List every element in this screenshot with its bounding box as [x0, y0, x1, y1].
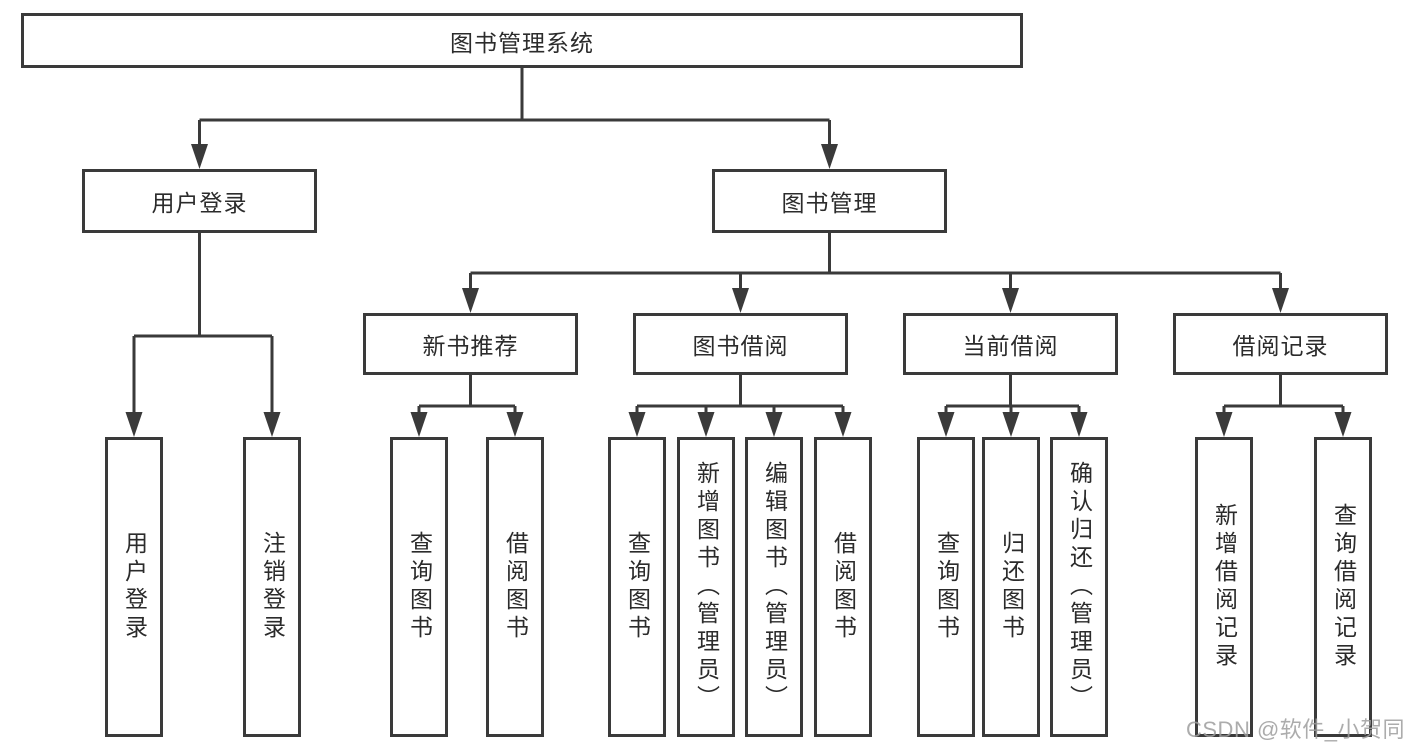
node-label: 确认归还（管理员） [1066, 461, 1093, 713]
node-borrow-record: 借阅记录 [1173, 313, 1388, 375]
leaf-query-book-1: 查询图书 [390, 437, 448, 737]
node-label: 查询图书 [624, 531, 651, 643]
leaf-logout: 注销登录 [243, 437, 301, 737]
arrowheads [125, 144, 1352, 437]
node-label: 用户登录 [151, 190, 248, 216]
leaf-add-borrow-record: 新增借阅记录 [1195, 437, 1253, 737]
node-root-library-system: 图书管理系统 [21, 13, 1023, 68]
leaf-borrow-book-1: 借阅图书 [486, 437, 544, 737]
leaf-edit-book-admin: 编辑图书（管理员） [745, 437, 803, 737]
node-label: 新增借阅记录 [1211, 503, 1238, 671]
leaf-user-login: 用户登录 [105, 437, 163, 737]
node-label: 当前借阅 [962, 333, 1059, 359]
node-user-login: 用户登录 [82, 169, 317, 233]
node-current-borrow: 当前借阅 [903, 313, 1118, 375]
leaf-borrow-book-2: 借阅图书 [814, 437, 872, 737]
node-label: 新增图书（管理员） [693, 461, 720, 713]
leaf-query-borrow-record: 查询借阅记录 [1314, 437, 1372, 737]
node-label: 查询图书 [406, 531, 433, 643]
node-label: 注销登录 [259, 531, 286, 643]
leaf-confirm-return-admin: 确认归还（管理员） [1050, 437, 1108, 737]
leaf-add-book-admin: 新增图书（管理员） [677, 437, 735, 737]
node-label: 借阅图书 [830, 531, 857, 643]
node-label: 归还图书 [998, 531, 1025, 643]
node-label: 图书管理 [781, 190, 878, 216]
node-label: 图书管理系统 [450, 29, 594, 56]
node-label: 借阅图书 [502, 531, 529, 643]
leaf-return-book: 归还图书 [982, 437, 1040, 737]
leaf-query-book-2: 查询图书 [608, 437, 666, 737]
node-book-borrow: 图书借阅 [633, 313, 848, 375]
node-label: 编辑图书（管理员） [761, 461, 788, 713]
leaf-query-book-3: 查询图书 [917, 437, 975, 737]
node-label: 图书借阅 [692, 333, 789, 359]
node-label: 查询图书 [933, 531, 960, 643]
node-label: 用户登录 [121, 531, 148, 643]
node-label: 查询借阅记录 [1330, 503, 1357, 671]
node-new-book-recommend: 新书推荐 [363, 313, 578, 375]
node-book-management: 图书管理 [712, 169, 947, 233]
csdn-watermark: CSDN @软件_小贺同学 [1186, 717, 1405, 742]
node-label: 借阅记录 [1232, 333, 1329, 359]
node-label: 新书推荐 [422, 333, 519, 359]
